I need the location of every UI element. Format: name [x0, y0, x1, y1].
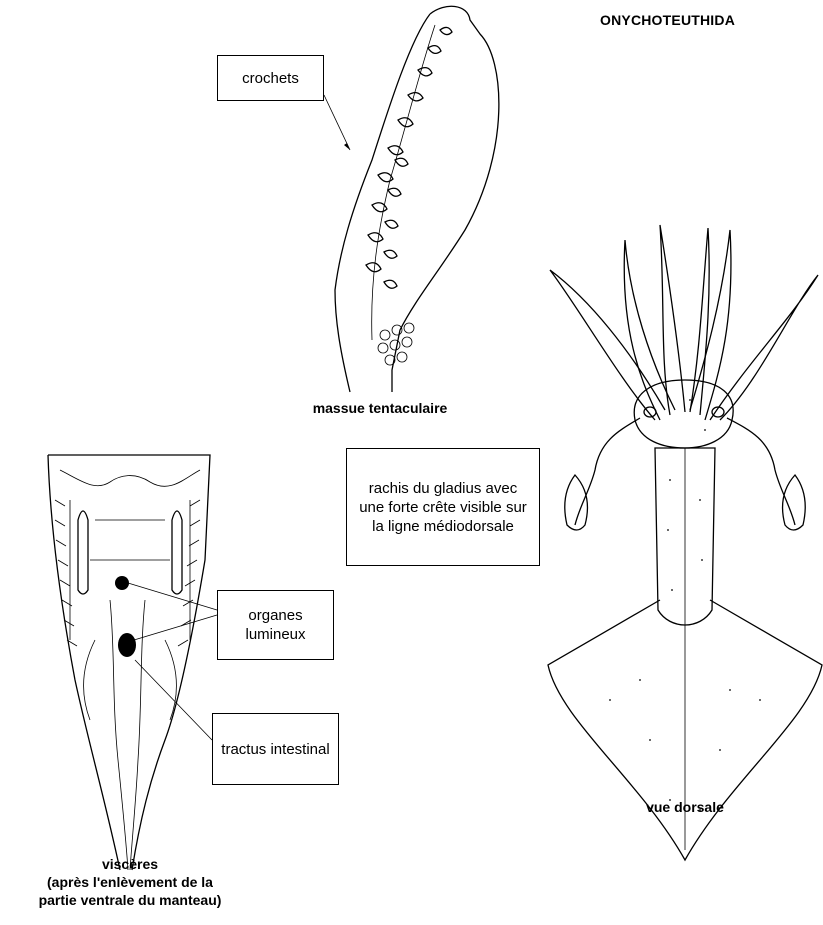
viscera-caption-line1: viscères — [0, 855, 260, 873]
luminous-organs-label: organes lumineux — [217, 590, 334, 660]
dorsal-view-drawing — [548, 225, 822, 860]
viscera-drawing — [48, 455, 217, 870]
dorsal-view-caption: vue dorsale — [620, 798, 750, 816]
intestinal-tract-label: tractus intestinal — [212, 713, 339, 785]
viscera-caption-line2: (après l'enlèvement de la — [0, 873, 260, 891]
crochets-label: crochets — [217, 55, 324, 101]
viscera-caption-line3: partie ventrale du manteau) — [0, 891, 260, 909]
gladius-rachis-label: rachis du gladius avec une forte crête v… — [346, 448, 540, 566]
tentacular-club-drawing — [324, 6, 499, 392]
tentacular-club-caption: massue tentaculaire — [275, 399, 485, 417]
viscera-caption: viscères (après l'enlèvement de la parti… — [0, 855, 260, 909]
